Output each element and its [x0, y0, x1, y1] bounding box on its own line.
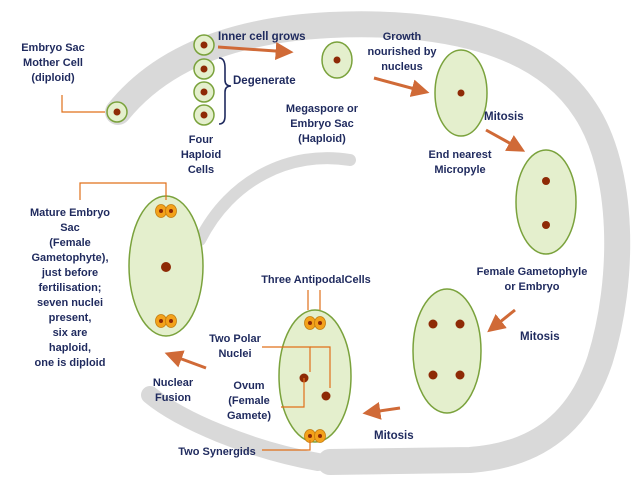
svg-text:Micropyle: Micropyle	[434, 164, 485, 176]
megaspore-cell	[321, 41, 353, 79]
svg-text:Megaspore or: Megaspore or	[286, 103, 359, 115]
svg-text:fertilisation;: fertilisation;	[39, 282, 102, 294]
svg-text:haploid,: haploid,	[49, 342, 91, 354]
eight-nucleate-cell	[278, 309, 352, 443]
mature-embryo-sac	[128, 195, 204, 337]
svg-text:Growth: Growth	[383, 31, 422, 43]
svg-text:Fusion: Fusion	[155, 392, 191, 404]
megaspore-label: Megaspore or Embryo Sac (Haploid)	[286, 103, 359, 145]
svg-text:Haploid: Haploid	[181, 149, 221, 161]
svg-text:nucleus: nucleus	[381, 61, 423, 73]
svg-text:six are: six are	[53, 327, 88, 339]
growth-label: Growth nourished by nucleus	[367, 31, 437, 73]
svg-text:(Haploid): (Haploid)	[298, 133, 346, 145]
eight-cell-leaders	[262, 290, 331, 451]
svg-text:End nearest: End nearest	[429, 149, 492, 161]
arrow-mitosis-2	[487, 308, 516, 333]
svg-text:(Female: (Female	[49, 237, 91, 249]
arrow-to-megaspore	[217, 42, 294, 60]
mother-cell-label: Embryo Sac Mother Cell (diploid)	[21, 42, 85, 84]
svg-text:Nuclei: Nuclei	[218, 348, 251, 360]
arrow-to-growth	[373, 76, 430, 97]
four-haploid-label: Four Haploid Cells	[181, 134, 221, 176]
svg-text:(Female: (Female	[228, 395, 270, 407]
inner-cell-grows-label: Inner cell grows	[218, 31, 306, 43]
mitosis-label-3: Mitosis	[374, 430, 414, 442]
svg-text:Ovum: Ovum	[233, 380, 264, 392]
two-nucleate-cell	[515, 149, 577, 255]
svg-text:Mother Cell: Mother Cell	[23, 57, 83, 69]
mother-cell-leader	[61, 95, 105, 113]
svg-text:Four: Four	[189, 134, 214, 146]
mother-cell	[106, 101, 128, 123]
svg-text:Sac: Sac	[60, 222, 80, 234]
degenerate-brace	[218, 57, 232, 125]
arrow-mitosis-3	[362, 402, 401, 420]
svg-text:Embryo Sac: Embryo Sac	[21, 42, 85, 54]
svg-text:Cells: Cells	[188, 164, 214, 176]
svg-text:Gametophyte),: Gametophyte),	[31, 252, 108, 264]
female-gametophyte-label: Female Gametophyle or Embryo	[477, 266, 588, 293]
cycle-band	[105, 11, 631, 475]
svg-text:one is diploid: one is diploid	[35, 357, 106, 369]
mature-embryo-sac-label: Mature Embryo Sac (Female Gametophyte), …	[30, 207, 110, 369]
svg-text:Two Polar: Two Polar	[209, 333, 261, 345]
svg-text:Nuclear: Nuclear	[153, 377, 194, 389]
svg-text:Gamete): Gamete)	[227, 410, 271, 422]
svg-text:nourished by: nourished by	[367, 46, 437, 58]
svg-text:(diploid): (diploid)	[31, 72, 75, 84]
mitosis-label-2: Mitosis	[520, 331, 560, 343]
grown-embryo-sac	[434, 49, 488, 137]
svg-text:or Embryo: or Embryo	[504, 281, 559, 293]
mature-sac-leader	[79, 182, 167, 200]
svg-text:just before: just before	[41, 267, 98, 279]
nuclear-fusion-label: Nuclear Fusion	[153, 377, 194, 404]
mitosis-label-1: Mitosis	[484, 111, 524, 123]
two-synergids-label: Two Synergids	[178, 446, 255, 458]
svg-text:seven nuclei: seven nuclei	[37, 297, 103, 309]
four-haploid-cells	[193, 34, 215, 126]
degenerate-label: Degenerate	[233, 75, 296, 87]
ovum-label: Ovum (Female Gamete)	[227, 380, 271, 422]
two-polar-label: Two Polar Nuclei	[209, 333, 261, 360]
svg-text:Mature Embryo: Mature Embryo	[30, 207, 110, 219]
svg-text:present,: present,	[49, 312, 92, 324]
svg-text:Female Gametophyle: Female Gametophyle	[477, 266, 588, 278]
arrow-mitosis-1	[485, 128, 526, 152]
three-antipodal-label: Three AntipodalCells	[261, 274, 371, 286]
end-nearest-label: End nearest Micropyle	[429, 149, 492, 176]
arrow-nuclear-fusion	[164, 350, 207, 370]
four-nucleate-cell	[412, 288, 482, 414]
svg-text:Embryo Sac: Embryo Sac	[290, 118, 354, 130]
